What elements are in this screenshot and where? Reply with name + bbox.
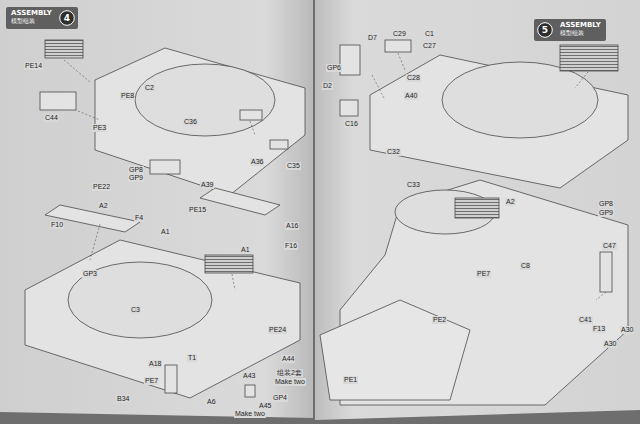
part-label: F16 xyxy=(284,242,298,250)
part-label: A36 xyxy=(250,158,264,166)
part-label: C33 xyxy=(406,181,421,189)
part-label: GP4 xyxy=(272,394,288,402)
part-label: A39 xyxy=(200,181,214,189)
part-label: C36 xyxy=(183,118,198,126)
part-label: GP9 xyxy=(598,209,614,217)
part-label: A2 xyxy=(98,202,109,210)
part-label: A43 xyxy=(242,372,256,380)
part-label: F4 xyxy=(134,214,144,222)
part-label: A30 xyxy=(603,340,617,348)
part-label: T1 xyxy=(187,354,197,362)
part-label: PE7 xyxy=(476,270,491,278)
part-label: A2 xyxy=(505,198,516,206)
part-label: PE7 xyxy=(144,377,159,385)
part-label: PE3 xyxy=(92,124,107,132)
part-label: D7 xyxy=(367,34,378,42)
part-label: GP8 xyxy=(598,200,614,208)
part-label: C8 xyxy=(520,262,531,270)
right-page xyxy=(315,0,640,420)
part-label: F13 xyxy=(592,325,606,333)
part-label: A16 xyxy=(285,222,299,230)
part-label: C44 xyxy=(44,114,59,122)
part-label: GP3 xyxy=(82,270,98,278)
part-label: Make two xyxy=(274,378,306,386)
part-label: C47 xyxy=(602,242,617,250)
part-label: F10 xyxy=(50,221,64,229)
part-label: C16 xyxy=(344,120,359,128)
part-label: C41 xyxy=(578,316,593,324)
left-page xyxy=(0,0,313,418)
part-label: PE1 xyxy=(343,376,358,384)
part-label: C32 xyxy=(386,148,401,156)
hull-drawings xyxy=(25,40,628,405)
part-label: Make two xyxy=(234,410,266,418)
step-title: ASSEMBLY xyxy=(11,9,52,18)
part-label: C29 xyxy=(392,30,407,38)
part-label: A1 xyxy=(160,228,171,236)
part-label: A30 xyxy=(620,326,634,334)
part-label: GP9 xyxy=(128,174,144,182)
step-header-tab: ASSEMBLY模型组装 5 xyxy=(534,19,606,41)
part-label: A1 xyxy=(240,246,251,254)
part-label: 组装2套 xyxy=(276,369,303,377)
part-label: PE8 xyxy=(120,92,135,100)
header-text-group: ASSEMBLY模型组装 xyxy=(560,21,601,37)
header-text-group: ASSEMBLY模型组装 xyxy=(11,9,52,25)
part-label: B34 xyxy=(116,395,130,403)
part-label: C27 xyxy=(422,42,437,50)
step-number: 4 xyxy=(59,10,75,26)
assembly-guide-lines xyxy=(64,53,606,300)
step-number: 5 xyxy=(537,22,553,38)
part-label: A18 xyxy=(148,360,162,368)
part-label: C1 xyxy=(424,30,435,38)
part-label: PE24 xyxy=(268,326,287,334)
part-label: A6 xyxy=(206,398,217,406)
part-label: PE2 xyxy=(432,316,447,324)
part-label: A40 xyxy=(404,92,418,100)
step-subtitle: 模型组装 xyxy=(11,18,52,25)
part-label: A44 xyxy=(281,355,295,363)
step-subtitle: 模型组装 xyxy=(560,30,601,37)
step-number-circle: 4 xyxy=(59,10,75,26)
part-label: PE14 xyxy=(24,62,43,70)
step-header-tab: ASSEMBLY模型组装 4 xyxy=(6,7,78,29)
part-label: C35 xyxy=(286,162,301,170)
part-label: D2 xyxy=(322,82,333,90)
part-label: GP6 xyxy=(326,64,342,72)
step-title: ASSEMBLY xyxy=(560,21,601,30)
part-label: GP8 xyxy=(128,166,144,174)
part-label: C28 xyxy=(406,74,421,82)
part-label: PE15 xyxy=(188,206,207,214)
part-label: C2 xyxy=(144,84,155,92)
step-number-circle: 5 xyxy=(537,22,553,38)
part-label: PE22 xyxy=(92,183,111,191)
part-label: C3 xyxy=(130,306,141,314)
part-label: A45 xyxy=(258,402,272,410)
